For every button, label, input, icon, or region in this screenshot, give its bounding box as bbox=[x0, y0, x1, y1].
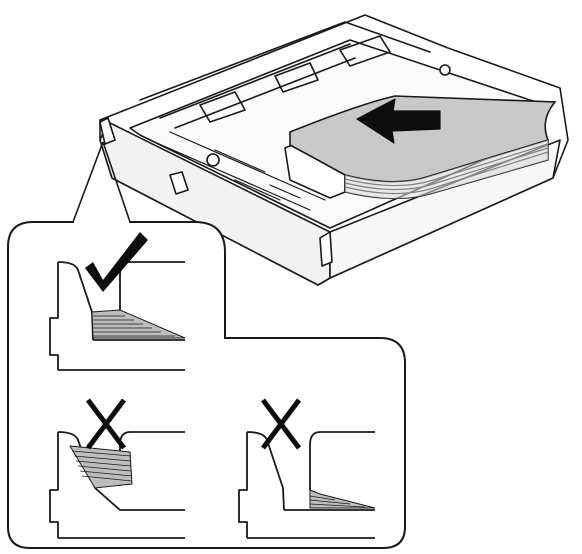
stack-not-pushed bbox=[309, 489, 376, 509]
paper-stack-side bbox=[345, 140, 548, 199]
panel-not-pushed bbox=[238, 398, 376, 539]
tray-front-tabs bbox=[99, 117, 333, 267]
tray-knob-back bbox=[439, 64, 451, 76]
tray-extension-left bbox=[139, 21, 431, 129]
panel-too-high bbox=[49, 398, 185, 539]
guide-profile-correct bbox=[49, 261, 185, 370]
tray-floor-not-pushed bbox=[247, 509, 375, 539]
guide-profile-not-pushed bbox=[238, 431, 375, 538]
stack-lines-not-pushed bbox=[309, 495, 366, 508]
stack-lines-too-high bbox=[71, 450, 133, 482]
guide-profile-too-high bbox=[49, 431, 185, 538]
arrow-left-icon bbox=[356, 98, 441, 144]
tray-floor-correct bbox=[58, 339, 185, 371]
x-mark-icon bbox=[86, 398, 126, 450]
tray-guide-slots bbox=[149, 124, 506, 211]
panel-correct bbox=[49, 232, 186, 371]
check-mark-icon bbox=[85, 232, 148, 292]
stack-lines-correct bbox=[93, 315, 175, 337]
tray-extension-rails bbox=[199, 35, 391, 123]
tray-knob-left bbox=[206, 153, 220, 167]
paper-stack bbox=[289, 95, 557, 200]
stack-too-high bbox=[69, 445, 133, 489]
tray-floor-too-high bbox=[58, 487, 185, 539]
callout-pointer bbox=[72, 141, 131, 223]
x-mark-icon bbox=[261, 398, 301, 450]
